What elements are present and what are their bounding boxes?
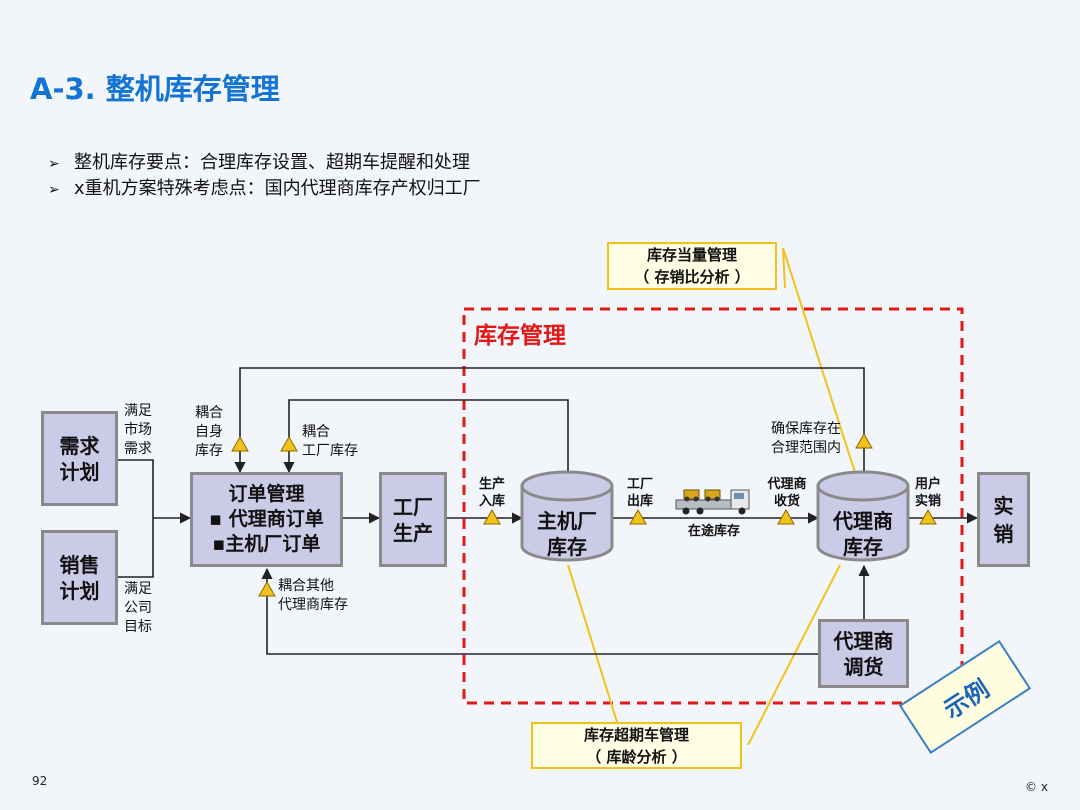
inventory-management-region — [462, 307, 964, 705]
bullet-arrow-icon: ➢ — [48, 182, 60, 198]
overdue-vehicle-management-note: 库存超期车管理 （ 库龄分析 ） — [531, 722, 742, 769]
dealer-feedback-line — [234, 367, 865, 477]
truck-icon — [675, 489, 750, 515]
sales-to-order-line — [118, 518, 154, 578]
actual-sales-box: 实 销 — [977, 472, 1030, 567]
factory-production-box: 工厂 生产 — [379, 472, 447, 567]
dealer-inventory-cylinder — [816, 470, 910, 562]
caution-triangle-icon — [777, 508, 795, 525]
caution-triangle-icon — [231, 435, 249, 452]
caution-triangle-icon — [483, 508, 501, 525]
couple-own-inventory-label: 耦合 自身 库存 — [195, 405, 223, 459]
inventory-management-title: 库存管理 — [474, 323, 566, 349]
sales-plan-box: 销售 计划 — [41, 530, 118, 625]
caution-triangle-icon — [280, 435, 298, 452]
caution-triangle-icon — [855, 432, 873, 449]
ensure-reasonable-inventory-label: 确保库存在 合理范围内 — [771, 421, 841, 456]
meet-company-target-label: 满足 公司 目标 — [124, 581, 152, 635]
equivalent-management-note: 库存当量管理 （ 存销比分析 ） — [607, 242, 777, 290]
dealer-transfer-box: 代理商 调货 — [818, 619, 909, 688]
demand-plan-box: 需求 计划 — [41, 411, 118, 506]
bullet-item: ➢整机库存要点：合理库存设置、超期车提醒和处理 — [48, 150, 481, 176]
page-number: 92 — [32, 774, 48, 788]
transfer-feedback-line — [261, 567, 818, 655]
customer-sales-label: 用户 实销 — [914, 477, 941, 509]
demand-to-order-line — [118, 459, 154, 518]
dealer-receipt-label: 代理商 收货 — [767, 477, 807, 509]
bullet-arrow-icon: ➢ — [48, 156, 60, 172]
order-management-box: 订单管理 ▪ 代理商订单 ▪主机厂订单 — [190, 472, 343, 567]
couple-factory-inventory-label: 耦合 工厂库存 — [302, 424, 358, 459]
meet-market-demand-label: 满足 市场 需求 — [124, 403, 152, 457]
copyright: © x — [1025, 780, 1048, 794]
oem-inventory-cylinder — [520, 470, 614, 562]
caution-triangle-icon — [258, 580, 276, 597]
bullet-list: ➢整机库存要点：合理库存设置、超期车提醒和处理 ➢x重机方案特殊考虑点：国内代理… — [48, 150, 481, 202]
page-title: A-3. 整机库存管理 — [30, 72, 280, 106]
factory-outbound-label: 工厂 出库 — [626, 477, 653, 509]
bullet-item: ➢x重机方案特殊考虑点：国内代理商库存产权归工厂 — [48, 176, 481, 202]
caution-triangle-icon — [629, 508, 647, 525]
oem-inventory-label: 主机厂 库存 — [537, 509, 597, 559]
couple-other-dealer-inventory-label: 耦合其他 代理商库存 — [278, 578, 348, 613]
dealer-inventory-label: 代理商 库存 — [833, 509, 893, 559]
in-transit-inventory-label: 在途库存 — [687, 524, 740, 539]
production-inbound-label: 生产 入库 — [478, 477, 505, 509]
caution-triangle-icon — [919, 508, 937, 525]
